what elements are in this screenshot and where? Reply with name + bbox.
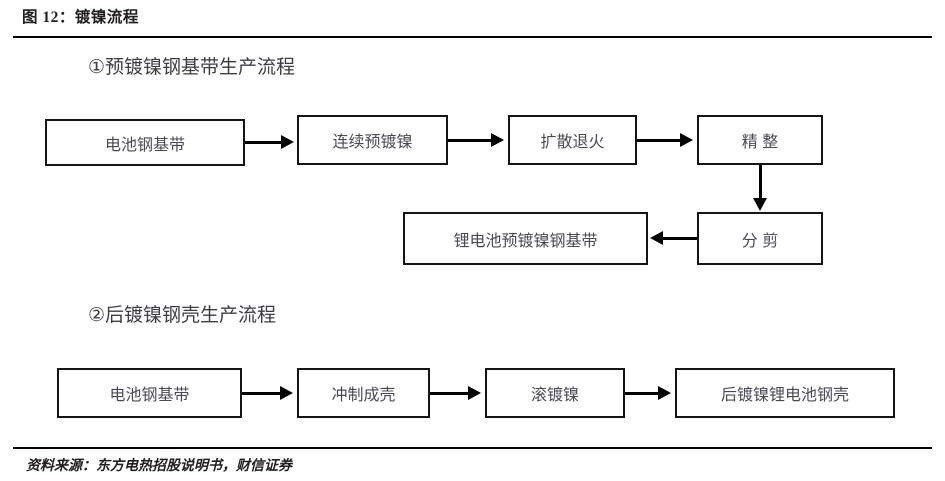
arrowhead-down-icon	[753, 198, 767, 211]
section-heading-post-nickel-shell: ②后镀镍钢壳生产流程	[88, 305, 277, 326]
flow-box-label: 精 整	[741, 134, 779, 151]
connector-line-stamping-to-plating	[430, 392, 470, 395]
flow-box-label: 扩散退火	[540, 134, 605, 151]
section-heading-pre-nickel-strip: ①预镀镍钢基带生产流程	[88, 57, 296, 78]
connector-line-annealing-to-finishing	[637, 139, 682, 142]
connector-line-finishing-to-slitting	[759, 165, 762, 200]
connector-line-plating-to-annealing	[448, 139, 493, 142]
flow-box-battery-steel-strip-1[interactable]: 电池钢基带	[45, 119, 245, 166]
footer-divider	[13, 447, 932, 449]
flow-box-label: 连续预镀镍	[332, 134, 413, 151]
flow-box-stamping-into-shell[interactable]: 冲制成壳	[297, 368, 430, 418]
connector-line-slitting-to-strip	[661, 237, 697, 240]
arrowhead-right-icon	[281, 135, 294, 149]
flow-box-slitting[interactable]: 分 剪	[697, 212, 823, 265]
connector-line-strip-to-stamping	[242, 392, 282, 395]
flow-box-post-nickel-li-battery-steel-shell[interactable]: 后镀镍锂电池钢壳	[675, 368, 895, 418]
flow-box-barrel-nickel-plating[interactable]: 滚镀镍	[485, 368, 625, 418]
flow-box-li-battery-pre-nickel-steel-strip[interactable]: 锂电池预镀镍钢基带	[403, 212, 648, 265]
flow-box-continuous-pre-nickel-plating[interactable]: 连续预镀镍	[297, 115, 448, 165]
arrowhead-left-icon	[650, 231, 663, 245]
arrowhead-right-icon	[680, 133, 693, 147]
arrowhead-right-icon	[280, 386, 293, 400]
arrowhead-right-icon	[658, 386, 671, 400]
connector-line-plating-to-shell	[625, 392, 661, 395]
flow-box-label: 电池钢基带	[104, 136, 185, 154]
flow-box-label: 锂电池预镀镍钢基带	[453, 232, 598, 250]
title-divider	[13, 36, 932, 38]
arrowhead-right-icon	[468, 386, 481, 400]
flow-box-battery-steel-strip-2[interactable]: 电池钢基带	[57, 368, 242, 418]
arrowhead-right-icon	[491, 133, 504, 147]
flow-box-finishing[interactable]: 精 整	[697, 115, 823, 165]
flow-box-label: 电池钢基带	[109, 387, 190, 404]
flow-box-label: 后镀镍锂电池钢壳	[720, 387, 849, 404]
page-title: 图 12：镀镍流程	[22, 9, 139, 26]
flow-box-label: 分 剪	[741, 232, 779, 250]
source-note: 资料来源：东方电热招股说明书，财信证券	[26, 459, 292, 474]
flow-box-diffusion-annealing[interactable]: 扩散退火	[508, 115, 637, 165]
flow-box-label: 冲制成壳	[331, 387, 396, 404]
flow-box-label: 滚镀镍	[530, 387, 579, 404]
connector-line-strip-to-plating	[245, 141, 283, 144]
